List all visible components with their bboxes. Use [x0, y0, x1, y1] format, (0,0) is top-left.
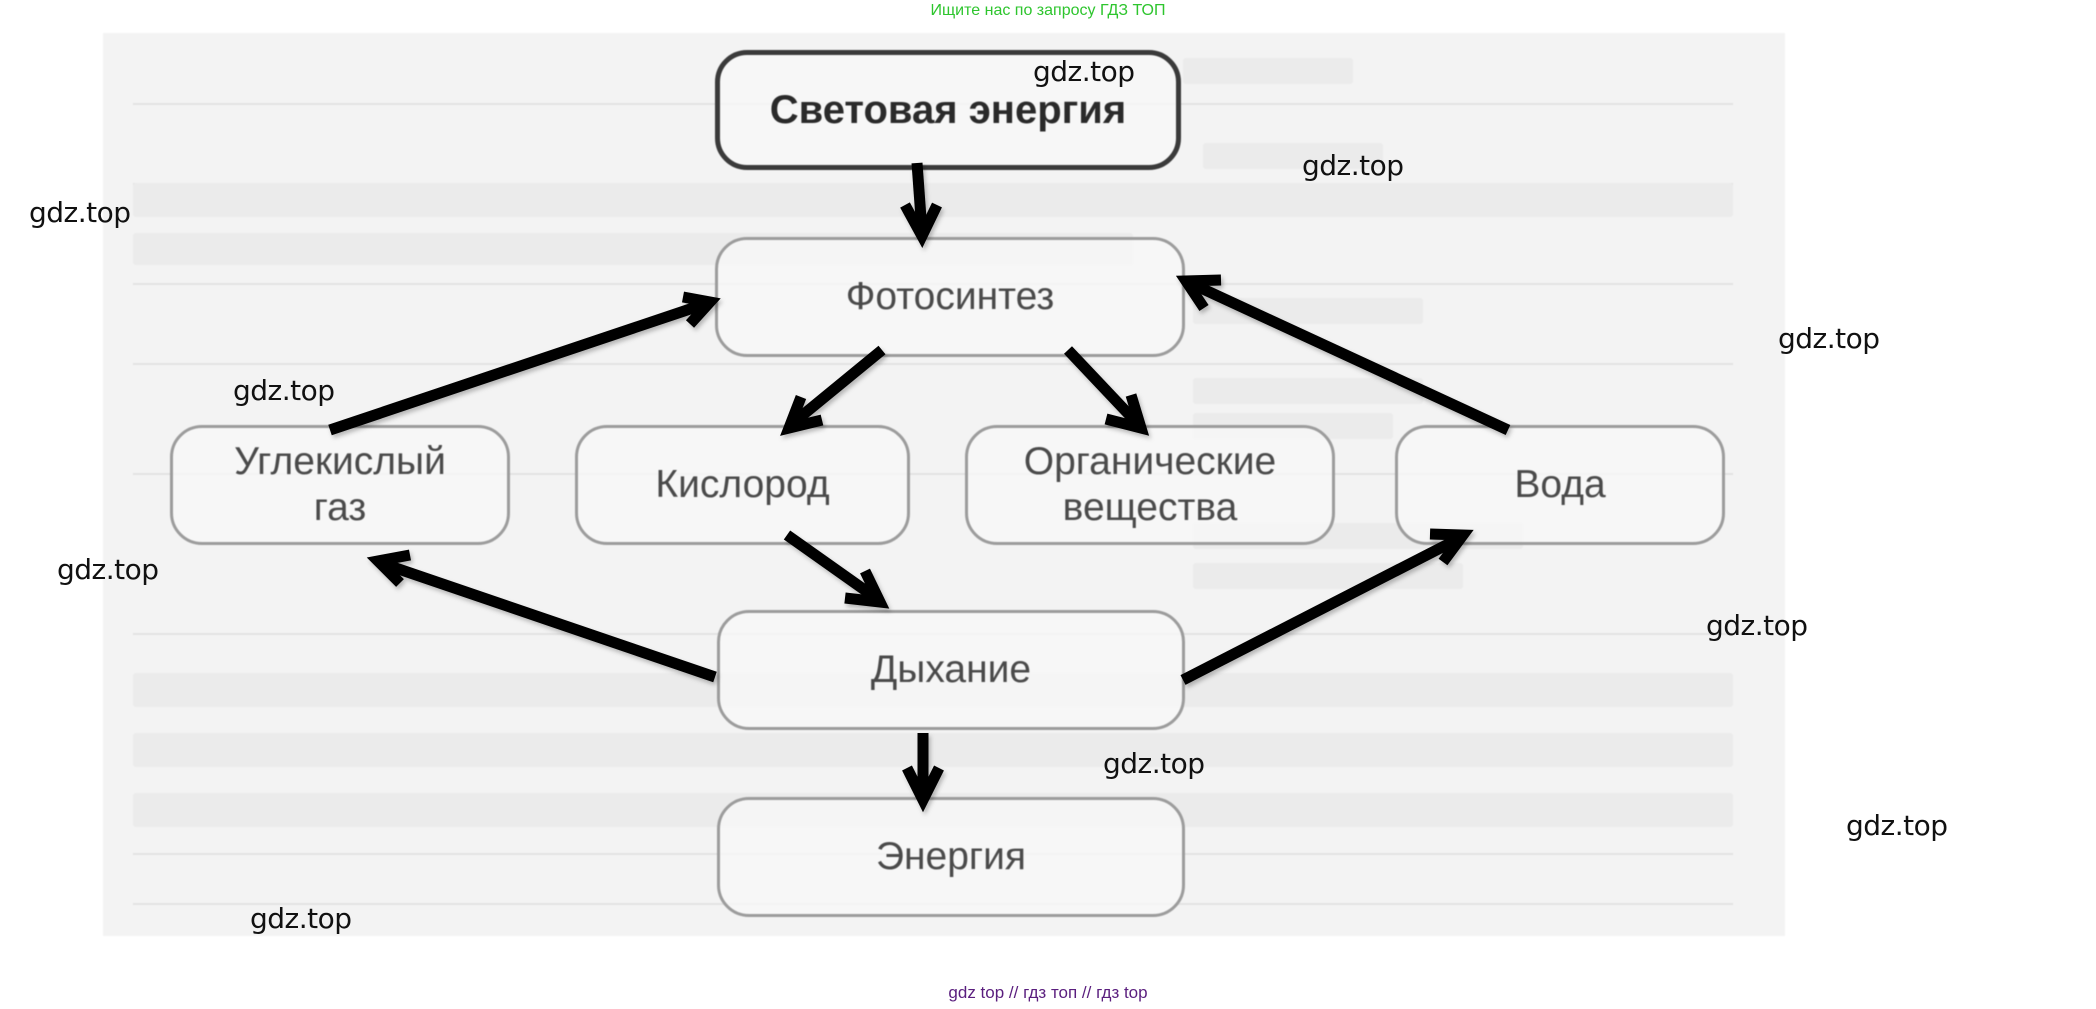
- watermark: gdz.top: [1103, 747, 1205, 780]
- node-label: Дыхание: [870, 648, 1032, 691]
- node-energy: Энергия: [717, 797, 1185, 917]
- arrow-respiration-to-water: [1180, 528, 1474, 685]
- ghost-text: [1193, 378, 1423, 404]
- arrow-respiration-to-co2: [366, 549, 717, 683]
- node-oxygen: Кислород: [575, 425, 910, 545]
- node-label-line1: Углекислый: [234, 440, 446, 483]
- watermark: gdz.top: [1706, 609, 1808, 642]
- footer-watermark: gdz top // гдз топ // гдз top: [948, 983, 1148, 1002]
- node-label: Световая энергия: [769, 88, 1127, 132]
- node-respiration: Дыхание: [717, 610, 1185, 730]
- arrow-photosynthesis-to-organic: [1064, 346, 1150, 436]
- watermark: gdz.top: [1302, 149, 1404, 182]
- top-banner: Ищите нас по запросу ГДЗ ТОП: [930, 2, 1166, 19]
- node-organic-substances: Органические вещества: [965, 425, 1335, 545]
- watermark: gdz.top: [1778, 322, 1880, 355]
- node-label: Энергия: [875, 835, 1027, 878]
- node-photosynthesis: Фотосинтез: [715, 237, 1185, 357]
- ghost-text: [1203, 143, 1383, 169]
- watermark: gdz.top: [233, 374, 335, 407]
- arrow-oxygen-to-respiration: [783, 530, 890, 609]
- arrow-respiration-to-energy: [902, 733, 944, 813]
- ghost-text: [1183, 58, 1353, 84]
- watermark: gdz.top: [1033, 55, 1135, 88]
- node-water: Вода: [1395, 425, 1725, 545]
- ghost-text: [133, 733, 1733, 767]
- node-label: Фотосинтез: [845, 275, 1055, 318]
- arrow-light-to-photosynthesis: [900, 162, 942, 248]
- watermark: gdz.top: [250, 902, 352, 935]
- arrow-photosynthesis-to-oxygen: [780, 345, 886, 436]
- ghost-line: [133, 473, 1733, 475]
- node-label-line2: газ: [313, 486, 367, 529]
- node-label-line1: Органические: [1023, 440, 1277, 483]
- ghost-text: [1193, 563, 1463, 589]
- node-label: Кислород: [655, 463, 830, 506]
- ghost-line: [133, 363, 1733, 365]
- arrow-co2-to-photosynthesis: [328, 291, 721, 436]
- node-light-energy: Световая энергия: [715, 50, 1181, 170]
- watermark: gdz.top: [1846, 809, 1948, 842]
- node-label-line2: вещества: [1062, 486, 1238, 529]
- watermark: gdz.top: [29, 196, 131, 229]
- node-label: Вода: [1514, 463, 1606, 506]
- watermark: gdz.top: [57, 553, 159, 586]
- arrow-water-to-photosynthesis: [1175, 274, 1511, 435]
